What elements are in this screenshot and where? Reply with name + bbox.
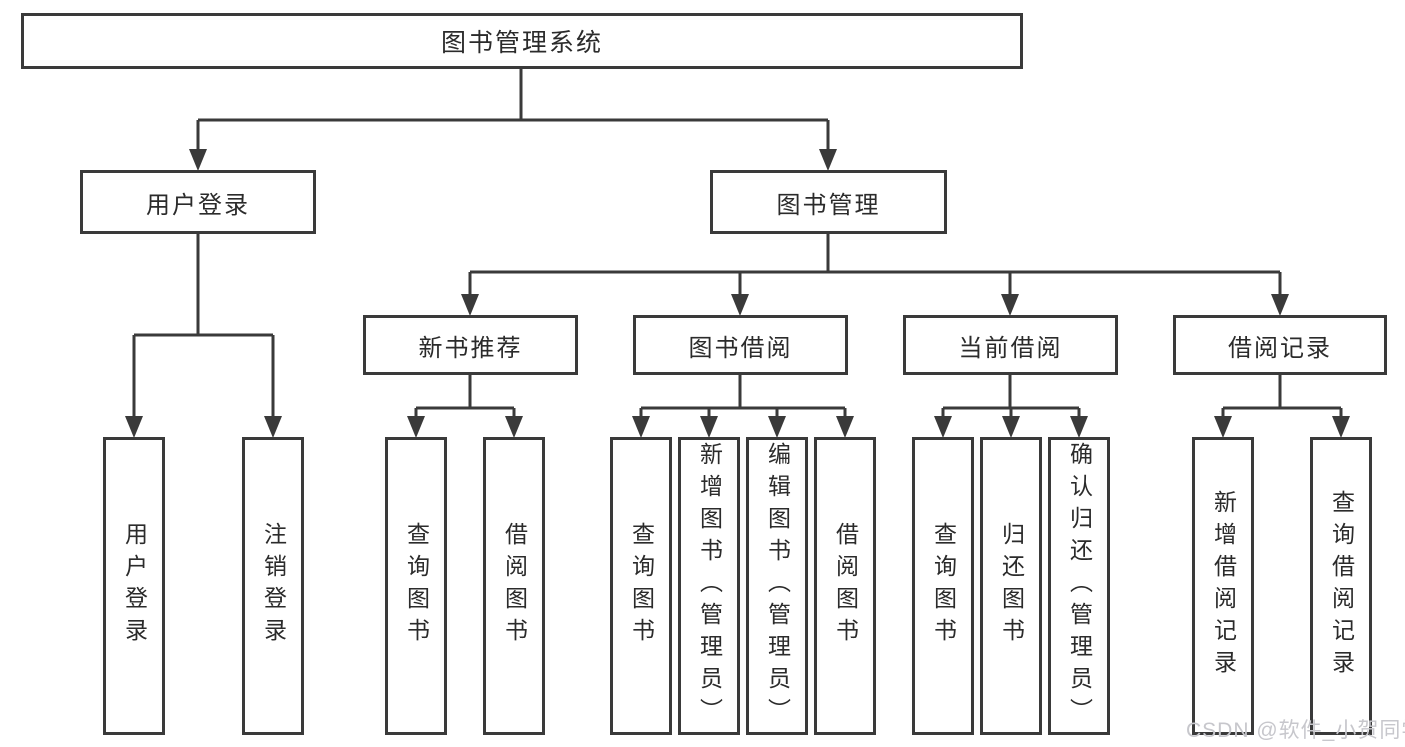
leaf-add-books-admin: 新增图书（管理员） xyxy=(678,437,740,735)
arrow-leaf-logout xyxy=(264,416,282,438)
leaf-edit-books-admin: 编辑图书（管理员） xyxy=(746,437,808,735)
leaf-user-login: 用户登录 xyxy=(103,437,165,735)
arrow-cb-query xyxy=(934,416,952,438)
arrow-bb-add xyxy=(700,416,718,438)
arrow-cb-return xyxy=(1002,416,1020,438)
leaf-query-borrow-record: 查询借阅记录 xyxy=(1310,437,1372,735)
arrow-cb-confirm xyxy=(1070,416,1088,438)
arrow-book-mgmt xyxy=(819,149,837,171)
arrow-br-add xyxy=(1214,416,1232,438)
arrow-bb-borrow xyxy=(836,416,854,438)
node-root-system: 图书管理系统 xyxy=(21,13,1023,69)
leaf-return-books: 归还图书 xyxy=(980,437,1042,735)
node-new-book-recommend: 新书推荐 xyxy=(363,315,578,375)
arrow-nb-borrow xyxy=(505,416,523,438)
arrow-current-borrow xyxy=(1001,294,1019,316)
arrow-borrow-records xyxy=(1271,294,1289,316)
leaf-query-books-borrowing: 查询图书 xyxy=(610,437,672,735)
arrow-book-borrow xyxy=(731,294,749,316)
node-current-borrowing: 当前借阅 xyxy=(903,315,1118,375)
node-borrow-records: 借阅记录 xyxy=(1173,315,1387,375)
leaf-logout: 注销登录 xyxy=(242,437,304,735)
arrow-new-book xyxy=(461,294,479,316)
leaf-borrow-books-recommend: 借阅图书 xyxy=(483,437,545,735)
node-book-management: 图书管理 xyxy=(710,170,947,234)
arrow-leaf-login xyxy=(125,416,143,438)
arrow-bb-query xyxy=(632,416,650,438)
leaf-borrow-books-borrowing: 借阅图书 xyxy=(814,437,876,735)
arrowheads xyxy=(125,149,1350,438)
arrow-bb-edit xyxy=(768,416,786,438)
node-user-login: 用户登录 xyxy=(80,170,316,234)
node-book-borrowing: 图书借阅 xyxy=(633,315,848,375)
arrow-user-login xyxy=(189,149,207,171)
arrow-nb-query xyxy=(407,416,425,438)
leaf-query-books-current: 查询图书 xyxy=(912,437,974,735)
arrow-br-query xyxy=(1332,416,1350,438)
csdn-watermark: CSDN @软件_小贺同学 xyxy=(1186,719,1405,742)
leaf-query-books-recommend: 查询图书 xyxy=(385,437,447,735)
leaf-add-borrow-record: 新增借阅记录 xyxy=(1192,437,1254,735)
leaf-confirm-return-admin: 确认归还（管理员） xyxy=(1048,437,1110,735)
